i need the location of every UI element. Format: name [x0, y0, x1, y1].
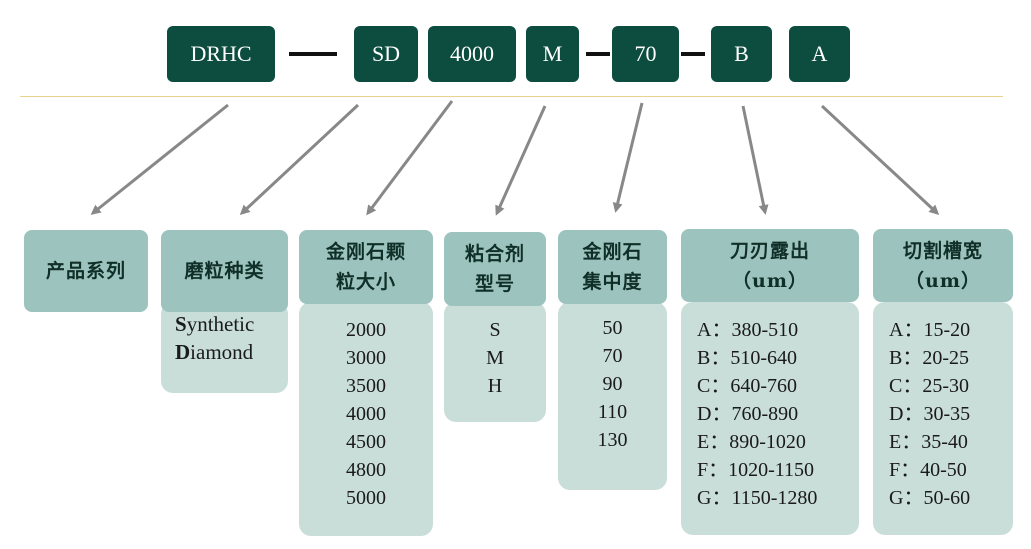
list-item: 130 — [597, 429, 628, 451]
list-item: G：1150-1280 — [697, 487, 818, 509]
list-item: M — [486, 347, 504, 369]
list-item: A：380-510 — [697, 319, 799, 341]
header-bond-type: 粘合剂 型号 — [444, 232, 546, 306]
list-item: S — [489, 319, 501, 341]
body-grit-size: 2000 3000 3500 4000 4500 4800 5000 — [299, 302, 433, 536]
list-item: 110 — [597, 401, 628, 423]
body-bond-type: S M H — [444, 302, 546, 422]
arrow-kerf — [820, 104, 940, 216]
arrow-grit-type — [239, 103, 360, 216]
list-item: D：760-890 — [697, 403, 799, 425]
code-kerf: A — [789, 26, 850, 82]
arrow-series — [90, 103, 229, 215]
header-product-series: 产品系列 — [24, 230, 148, 312]
list-item: C：25-30 — [889, 375, 969, 397]
list-item: C：640-760 — [697, 375, 797, 397]
body-grit-type: Synthetic Diamond — [161, 302, 288, 393]
list-item: 50 — [602, 317, 623, 339]
list-item: G：50-60 — [889, 487, 971, 509]
header-grit-type: 磨粒种类 — [161, 230, 288, 312]
arrow-exposure — [741, 105, 769, 215]
body-kerf-width: A：15-20 B：20-25 C：25-30 D：30-35 E：35-40 … — [873, 302, 1013, 535]
list-item: 4500 — [346, 431, 386, 453]
separator-dash — [681, 52, 705, 56]
list-item: E：35-40 — [889, 431, 968, 453]
arrow-grit-size — [366, 100, 454, 216]
list-item: 70 — [602, 345, 623, 367]
header-blade-exposure: 刀刃露出 （um） — [681, 229, 859, 302]
list-item: 3000 — [346, 347, 386, 369]
header-grit-size: 金刚石颗 粒大小 — [299, 230, 433, 304]
list-item: F：1020-1150 — [697, 459, 815, 481]
header-concentration: 金刚石 集中度 — [558, 230, 667, 304]
body-blade-exposure: A：380-510 B：510-640 C：640-760 D：760-890 … — [681, 302, 859, 535]
header-kerf-width: 切割槽宽 （um） — [873, 229, 1013, 302]
divider-line — [20, 96, 1003, 97]
list-item: 5000 — [346, 487, 386, 509]
list-item: A：15-20 — [889, 319, 971, 341]
list-item: F：40-50 — [889, 459, 967, 481]
code-bond: M — [526, 26, 579, 82]
list-item: B：510-640 — [697, 347, 797, 369]
list-item: 3500 — [346, 375, 386, 397]
separator-dash — [289, 52, 337, 56]
code-grit-type: SD — [354, 26, 418, 82]
list-item: E：890-1020 — [697, 431, 806, 453]
code-series: DRHC — [167, 26, 275, 82]
code-exposure: B — [711, 26, 772, 82]
list-item: 90 — [602, 373, 623, 395]
body-concentration: 50 70 90 110 130 — [558, 302, 667, 490]
list-item: H — [487, 375, 503, 397]
list-item: B：20-25 — [889, 347, 969, 369]
arrow-concentration — [612, 102, 644, 213]
code-concentration: 70 — [612, 26, 679, 82]
list-item: 2000 — [346, 319, 386, 341]
arrow-bond — [495, 105, 547, 216]
code-grit-size: 4000 — [428, 26, 516, 82]
list-item: D：30-35 — [889, 403, 971, 425]
list-item: 4000 — [346, 403, 386, 425]
list-item: 4800 — [346, 459, 386, 481]
separator-dash — [586, 52, 610, 56]
